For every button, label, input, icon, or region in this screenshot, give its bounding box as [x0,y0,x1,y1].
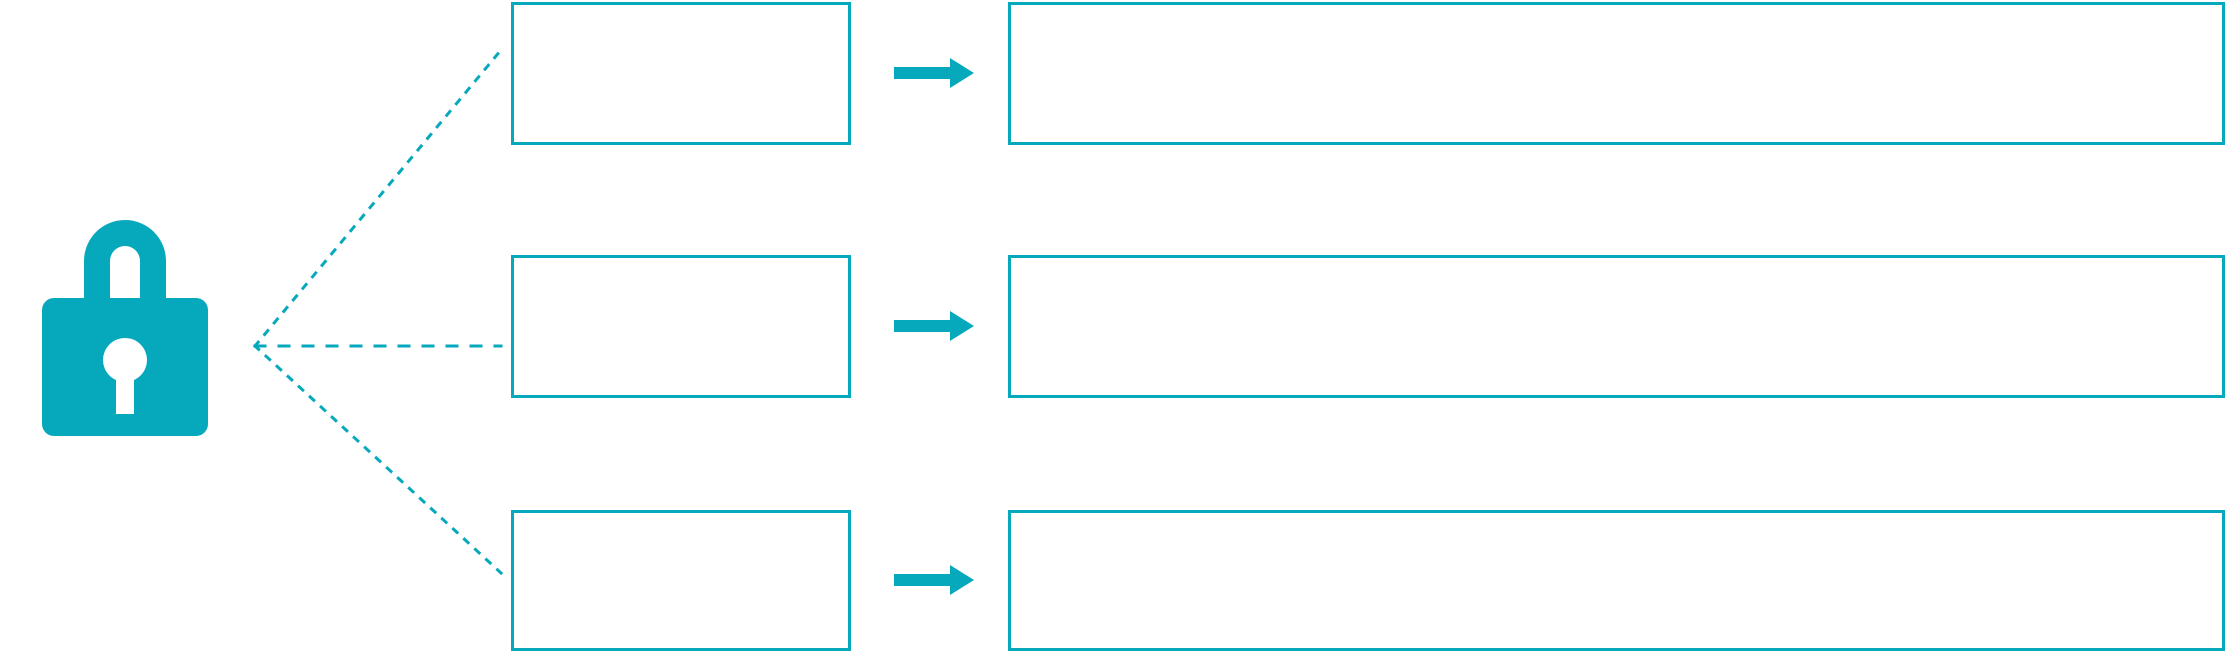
detail-box-label [1011,5,2222,25]
detail-box-label [1011,258,2222,278]
stage-box-row-2[interactable] [511,255,851,398]
detail-box-row-2[interactable] [1008,255,2225,398]
arrow-right-icon [894,311,974,341]
stage-box-row-1[interactable] [511,2,851,145]
stage-box-label [514,513,848,533]
padlock-icon [42,220,208,436]
detail-box-row-1[interactable] [1008,2,2225,145]
detail-box-row-3[interactable] [1008,510,2225,651]
stage-box-label [514,258,848,278]
connector-line-row-3 [252,343,504,576]
arrow-right-icon [894,58,974,88]
stage-box-label [514,5,848,25]
detail-box-label [1011,513,2222,533]
arrow-right-icon [894,565,974,595]
connector-line-row-1 [252,47,504,349]
stage-box-row-3[interactable] [511,510,851,651]
